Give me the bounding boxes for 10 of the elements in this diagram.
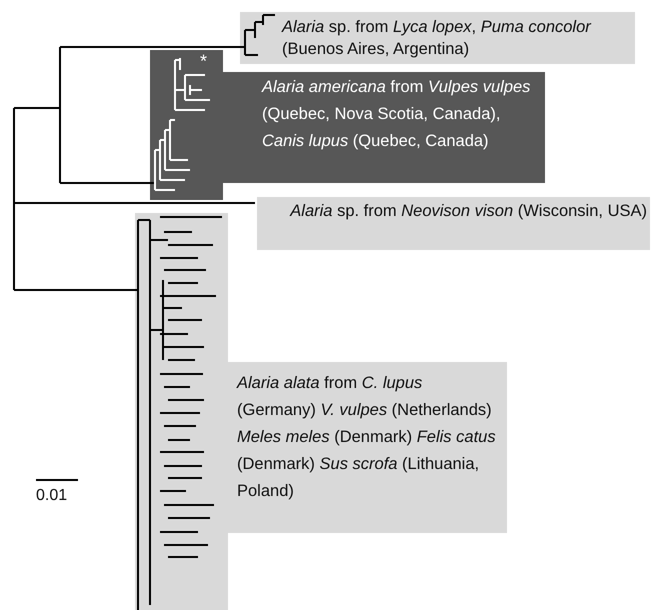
clade-label-panel	[257, 197, 650, 250]
clade-label: Alaria alata from C. lupus (Germany) V. vulpes (Netherlands) Meles meles (Denmark) Felis catus (Denmark) Sus scrofa (Lithuania, Poland)	[237, 373, 497, 502]
clade-label: Alaria sp. from Lyca lopex, Puma concolor (Buenos Aires, Argentina)	[282, 17, 592, 60]
clade-label: Alaria americana from Vulpes vulpes (Quebec, Nova Scotia, Canada), Canis lupus (Quebec, Canada)	[262, 77, 532, 152]
clade-label-panel	[227, 362, 507, 533]
clade-label-panel	[222, 72, 545, 183]
clade-label: Alaria sp. from Neovison vison (Wisconsin, USA)	[288, 201, 647, 222]
scale-value: 0.01	[36, 488, 68, 504]
support-asterisk: *	[200, 52, 208, 70]
clade-label-panel	[240, 12, 635, 64]
